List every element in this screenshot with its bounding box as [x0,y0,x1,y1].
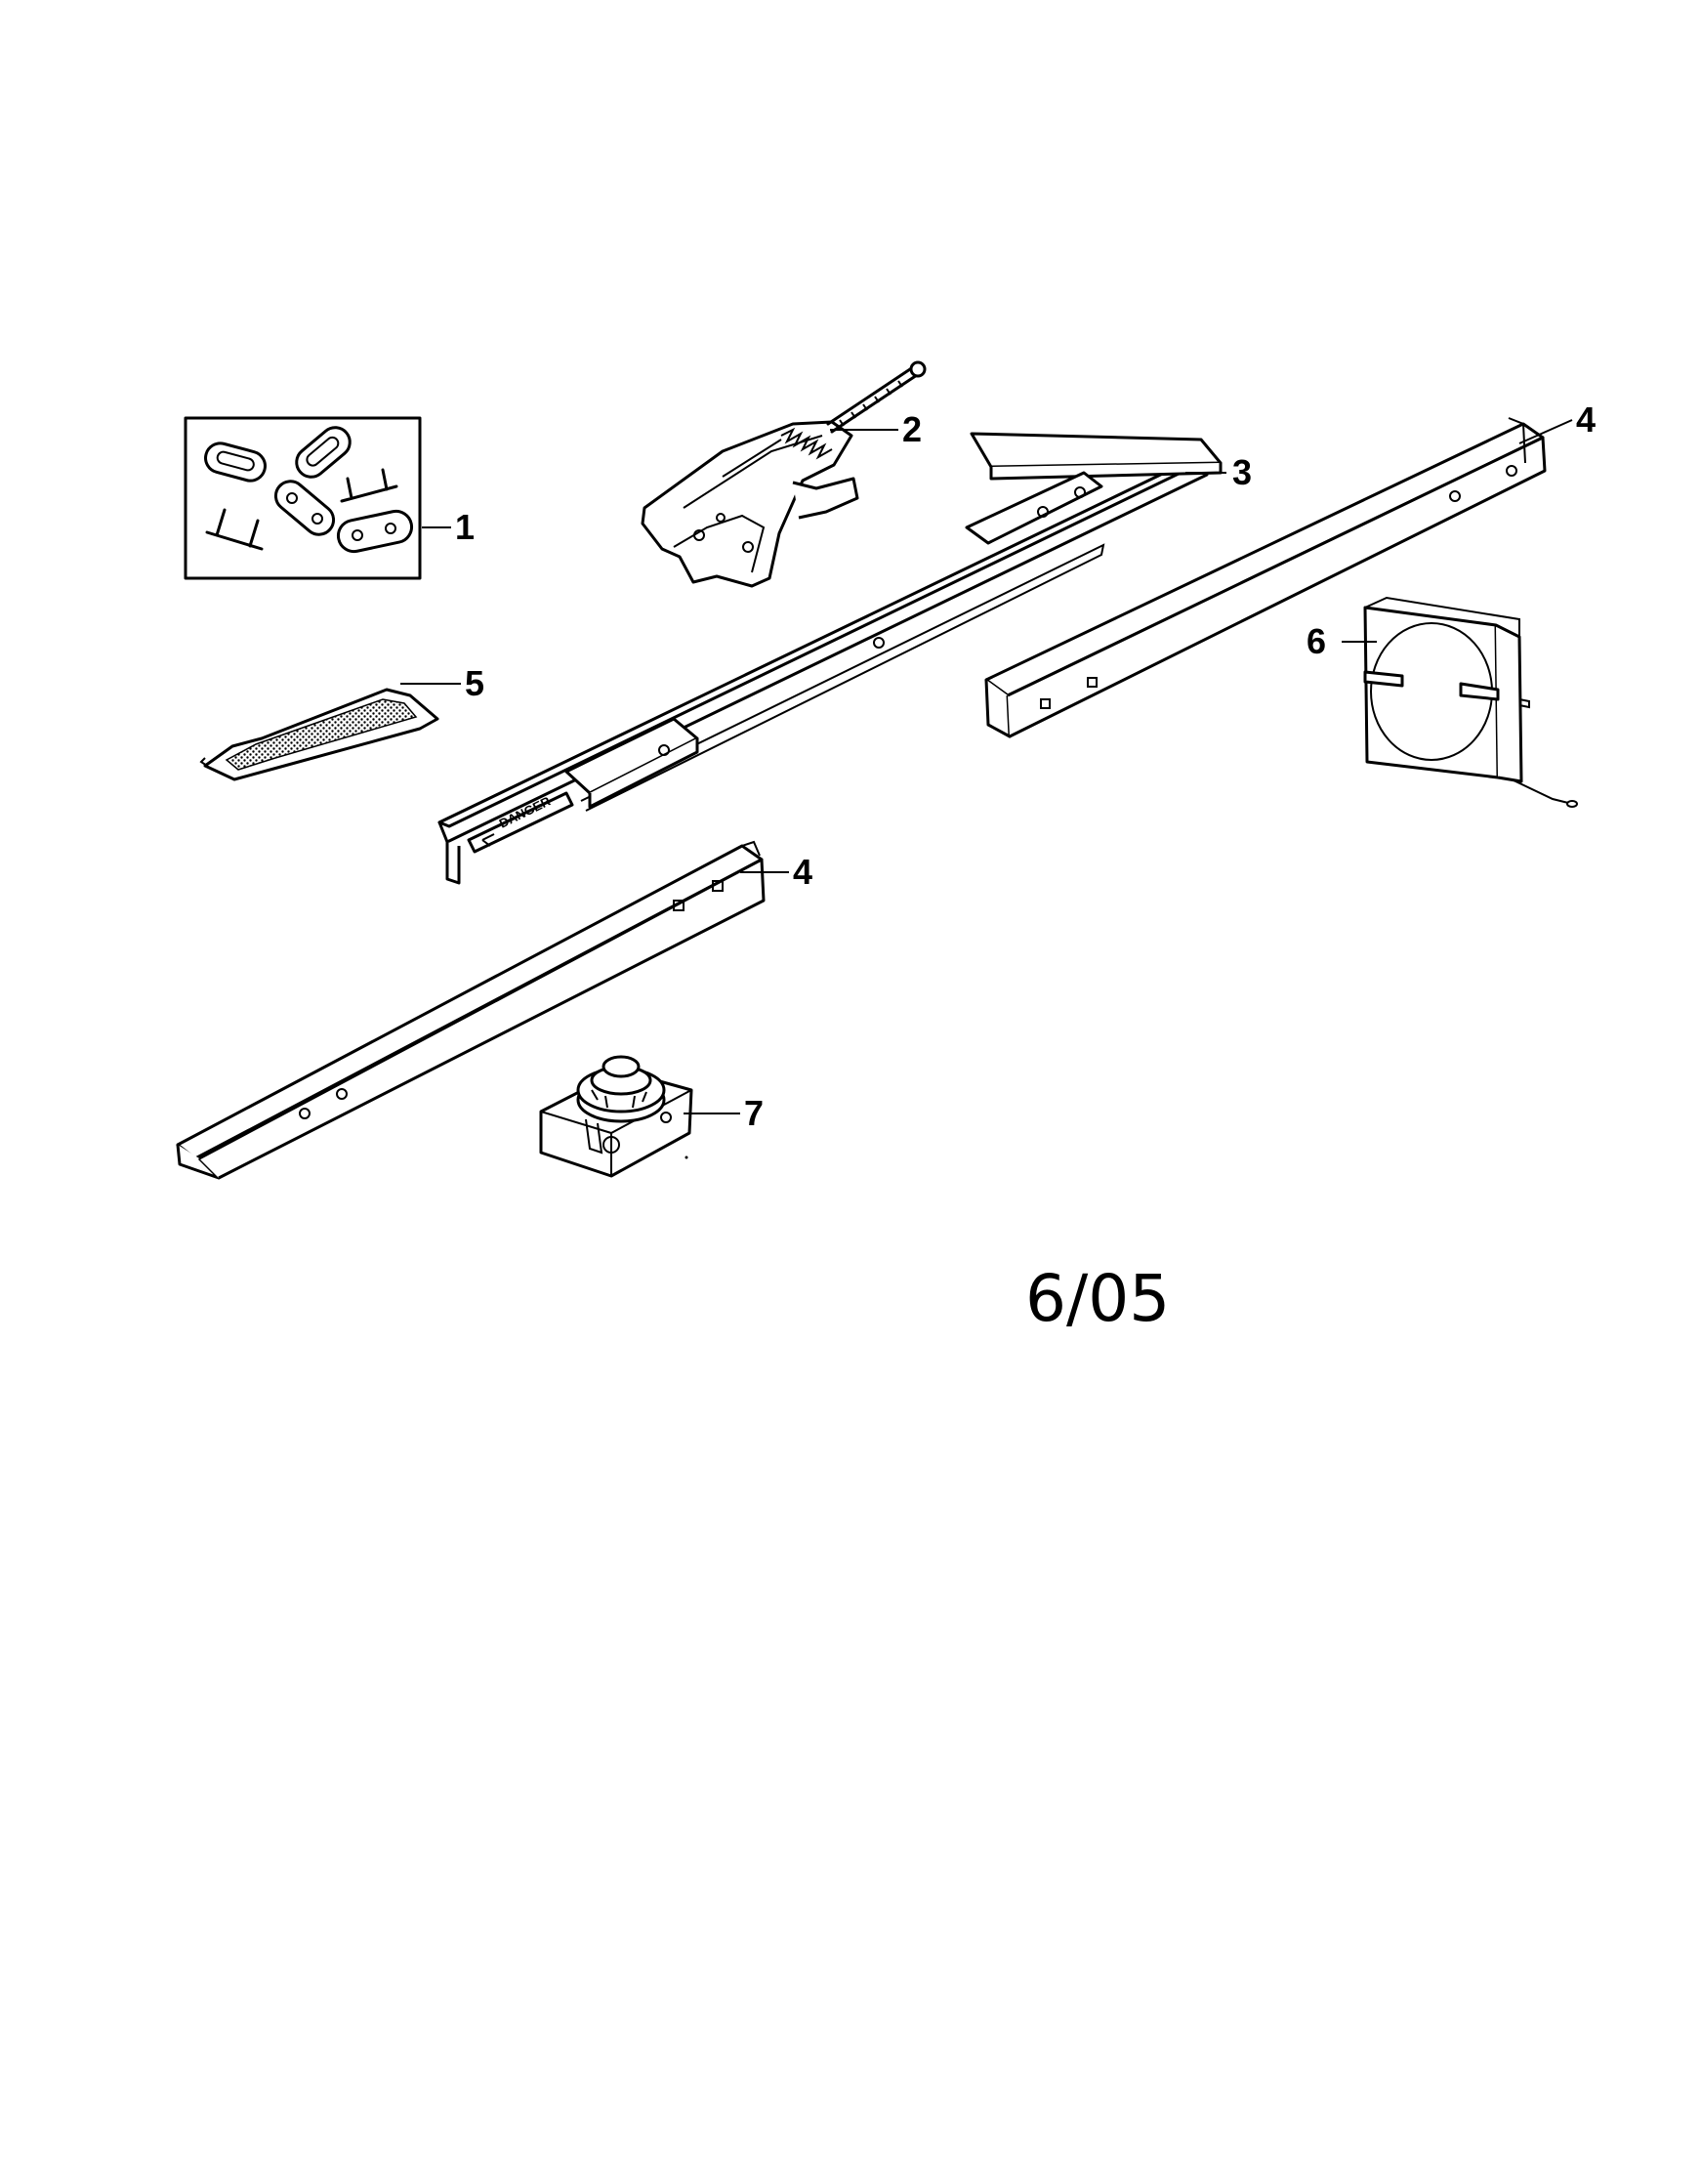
link-pin-1 [340,468,398,503]
part-4-rail-section-upper [984,417,1547,738]
leader-lines [400,419,1573,1114]
link-pin-2 [205,508,264,551]
part-7-idler-pulley-bracket [539,1055,693,1178]
leader-4a [1518,419,1573,444]
callout-1: 1 [455,507,475,547]
part-1-master-link-kit [184,416,422,580]
side-plate-1 [273,480,336,536]
date-code: 6/05 [1025,1261,1170,1336]
part-5-lubricant-packet [199,688,439,781]
callout-7: 7 [744,1093,764,1133]
threaded-rod [826,360,927,434]
part-4-rail-section-lower [176,840,766,1180]
callout-5: 5 [465,663,484,703]
rail-sleeve-middle [965,471,1103,545]
callout-4-lower: 4 [793,852,812,892]
pulley-wheel [576,1055,666,1123]
side-plate-2 [336,509,414,554]
part-3-front-rail: DANGER [437,432,1223,885]
callout-2: 2 [902,409,922,449]
callout-4-upper: 4 [1576,399,1596,440]
part-6-sensor-plate [1363,596,1578,808]
callout-3: 3 [1232,452,1252,492]
trolley-spring [780,427,833,460]
connecting-link-1 [204,441,267,483]
callout-6: 6 [1307,621,1326,661]
rail-sleeve-bottom [564,717,699,809]
part-2-trolley-assembly [641,360,927,588]
print-speck [685,1155,688,1159]
sensor-wire [1511,778,1578,808]
connecting-link-2 [295,426,352,479]
callout-labels: 1 2 3 4 4 5 6 7 [455,399,1596,1133]
rail-sleeve-top [970,432,1223,481]
